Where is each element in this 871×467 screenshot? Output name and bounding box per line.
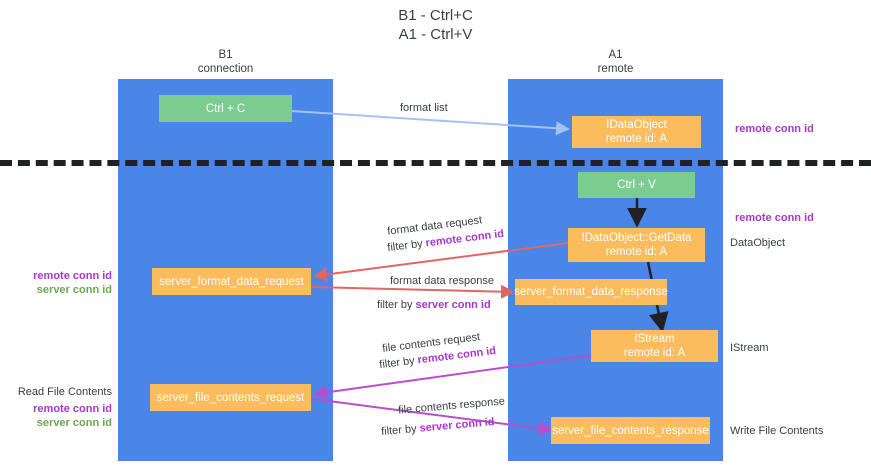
annotation-right-istream: IStream xyxy=(730,342,769,354)
node-server-file-contents-response-label: server_file_contents_response xyxy=(552,424,709,437)
annotation-right-remote-conn-id-top: remote conn id xyxy=(735,123,814,135)
node-ctrl-c[interactable]: Ctrl + C xyxy=(159,95,292,122)
annotation-left-remote-conn-id-bot: remote conn id xyxy=(33,403,112,415)
node-istream-title: IStream xyxy=(634,333,675,345)
title-line-1: B1 - Ctrl+C xyxy=(398,7,473,24)
edge-label-file-contents-response-filter: filter by server conn id xyxy=(381,415,496,439)
annotation-right-write-file-contents: Write File Contents xyxy=(730,425,824,437)
annotation-left-server-conn-id-mid: server conn id xyxy=(36,284,112,296)
node-ctrl-v-label: Ctrl + V xyxy=(617,179,656,191)
node-ctrl-v[interactable]: Ctrl + V xyxy=(578,172,695,198)
node-server-file-contents-response[interactable]: server_file_contents_response xyxy=(551,417,710,444)
column-header-b1-sub: connection xyxy=(197,63,254,75)
annotation-left-remote-conn-id-mid: remote conn id xyxy=(33,270,112,282)
edge-label-format-data-response-filter: filter by server conn id xyxy=(377,298,491,312)
node-getdata[interactable]: IDataObject::GetData remote id: A xyxy=(568,228,705,262)
annotation-left-read-file-contents: Read File Contents xyxy=(17,386,112,398)
node-server-format-data-request-label: server_format_data_request xyxy=(159,275,304,288)
section-divider xyxy=(0,160,871,166)
edge-label-file-contents-response-filter-key: server conn id xyxy=(419,416,496,435)
edge-label-file-contents-response-filter-prefix: filter by xyxy=(380,422,421,438)
edge-label-format-data-response-filter-prefix: filter by xyxy=(377,299,416,311)
edge-label-format-data-response: format data response xyxy=(390,275,494,287)
annotation-left-server-conn-id-bot: server conn id xyxy=(36,417,112,429)
edge-label-format-data-request-filter-prefix: filter by xyxy=(386,237,427,255)
node-server-format-data-request[interactable]: server_format_data_request xyxy=(152,268,311,295)
node-server-file-contents-request-label: server_file_contents_request xyxy=(156,391,305,404)
node-ctrl-c-label: Ctrl + C xyxy=(205,102,246,115)
column-header-a1-name: A1 xyxy=(608,49,623,61)
column-header-b1: B1 connection xyxy=(118,48,333,76)
node-server-format-data-response-label: server_format_data_response xyxy=(514,286,668,298)
node-istream-sub: remote id: A xyxy=(623,347,686,359)
node-idataobject-title: IDataObject xyxy=(606,119,667,131)
column-header-a1: A1 remote xyxy=(508,48,723,76)
node-idataobject-sub: remote id: A xyxy=(605,133,668,145)
node-getdata-sub: remote id: A xyxy=(605,246,668,258)
edge-label-format-data-response-filter-key: server conn id xyxy=(415,299,491,311)
node-server-file-contents-request[interactable]: server_file_contents_request xyxy=(150,384,311,411)
annotation-right-remote-conn-id-mid: remote conn id xyxy=(735,212,814,224)
edge-label-format-list: format list xyxy=(400,102,448,114)
column-header-a1-sub: remote xyxy=(597,63,634,75)
annotation-right-dataobject: DataObject xyxy=(730,237,786,249)
title-line-2: A1 - Ctrl+V xyxy=(398,26,473,43)
node-istream[interactable]: IStream remote id: A xyxy=(591,330,718,362)
diagram-title: B1 - Ctrl+C A1 - Ctrl+V xyxy=(0,6,871,44)
node-idataobject[interactable]: IDataObject remote id: A xyxy=(572,116,701,148)
column-header-b1-name: B1 xyxy=(218,49,233,61)
edge-label-file-contents-request-filter-prefix: filter by xyxy=(378,354,419,372)
edge-label-file-contents-response: file contents response xyxy=(397,395,506,417)
node-server-format-data-response[interactable]: server_format_data_response xyxy=(514,279,668,305)
node-getdata-title: IDataObject::GetData xyxy=(581,232,692,244)
